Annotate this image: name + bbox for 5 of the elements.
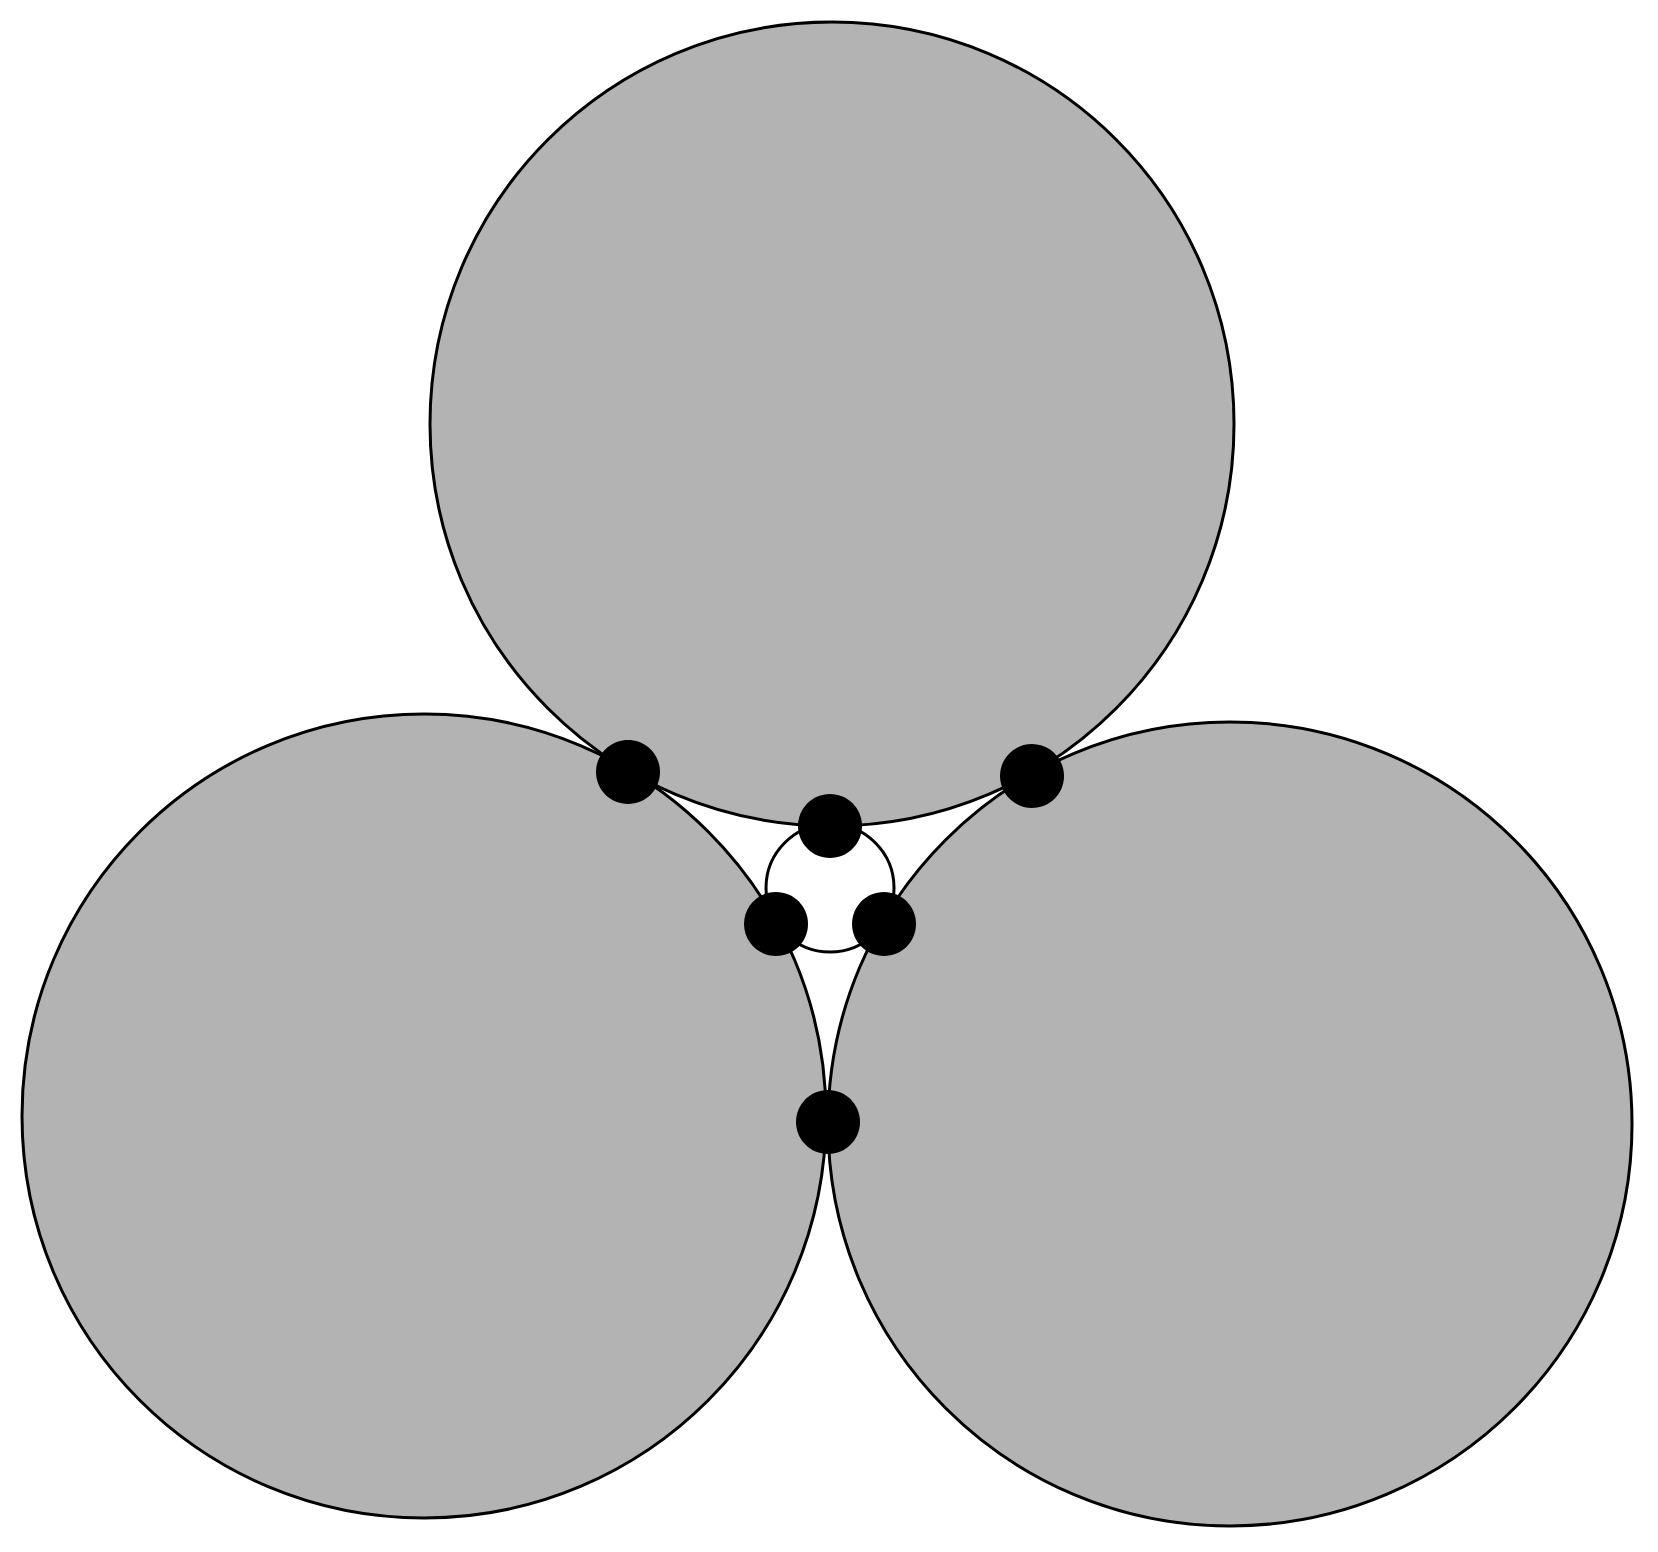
tangent-point: [798, 794, 862, 858]
circle-shape: [20, 712, 828, 1520]
circle-shape: [428, 20, 1236, 828]
circle-shape: [826, 720, 1634, 1528]
tangent-point: [796, 1090, 860, 1154]
